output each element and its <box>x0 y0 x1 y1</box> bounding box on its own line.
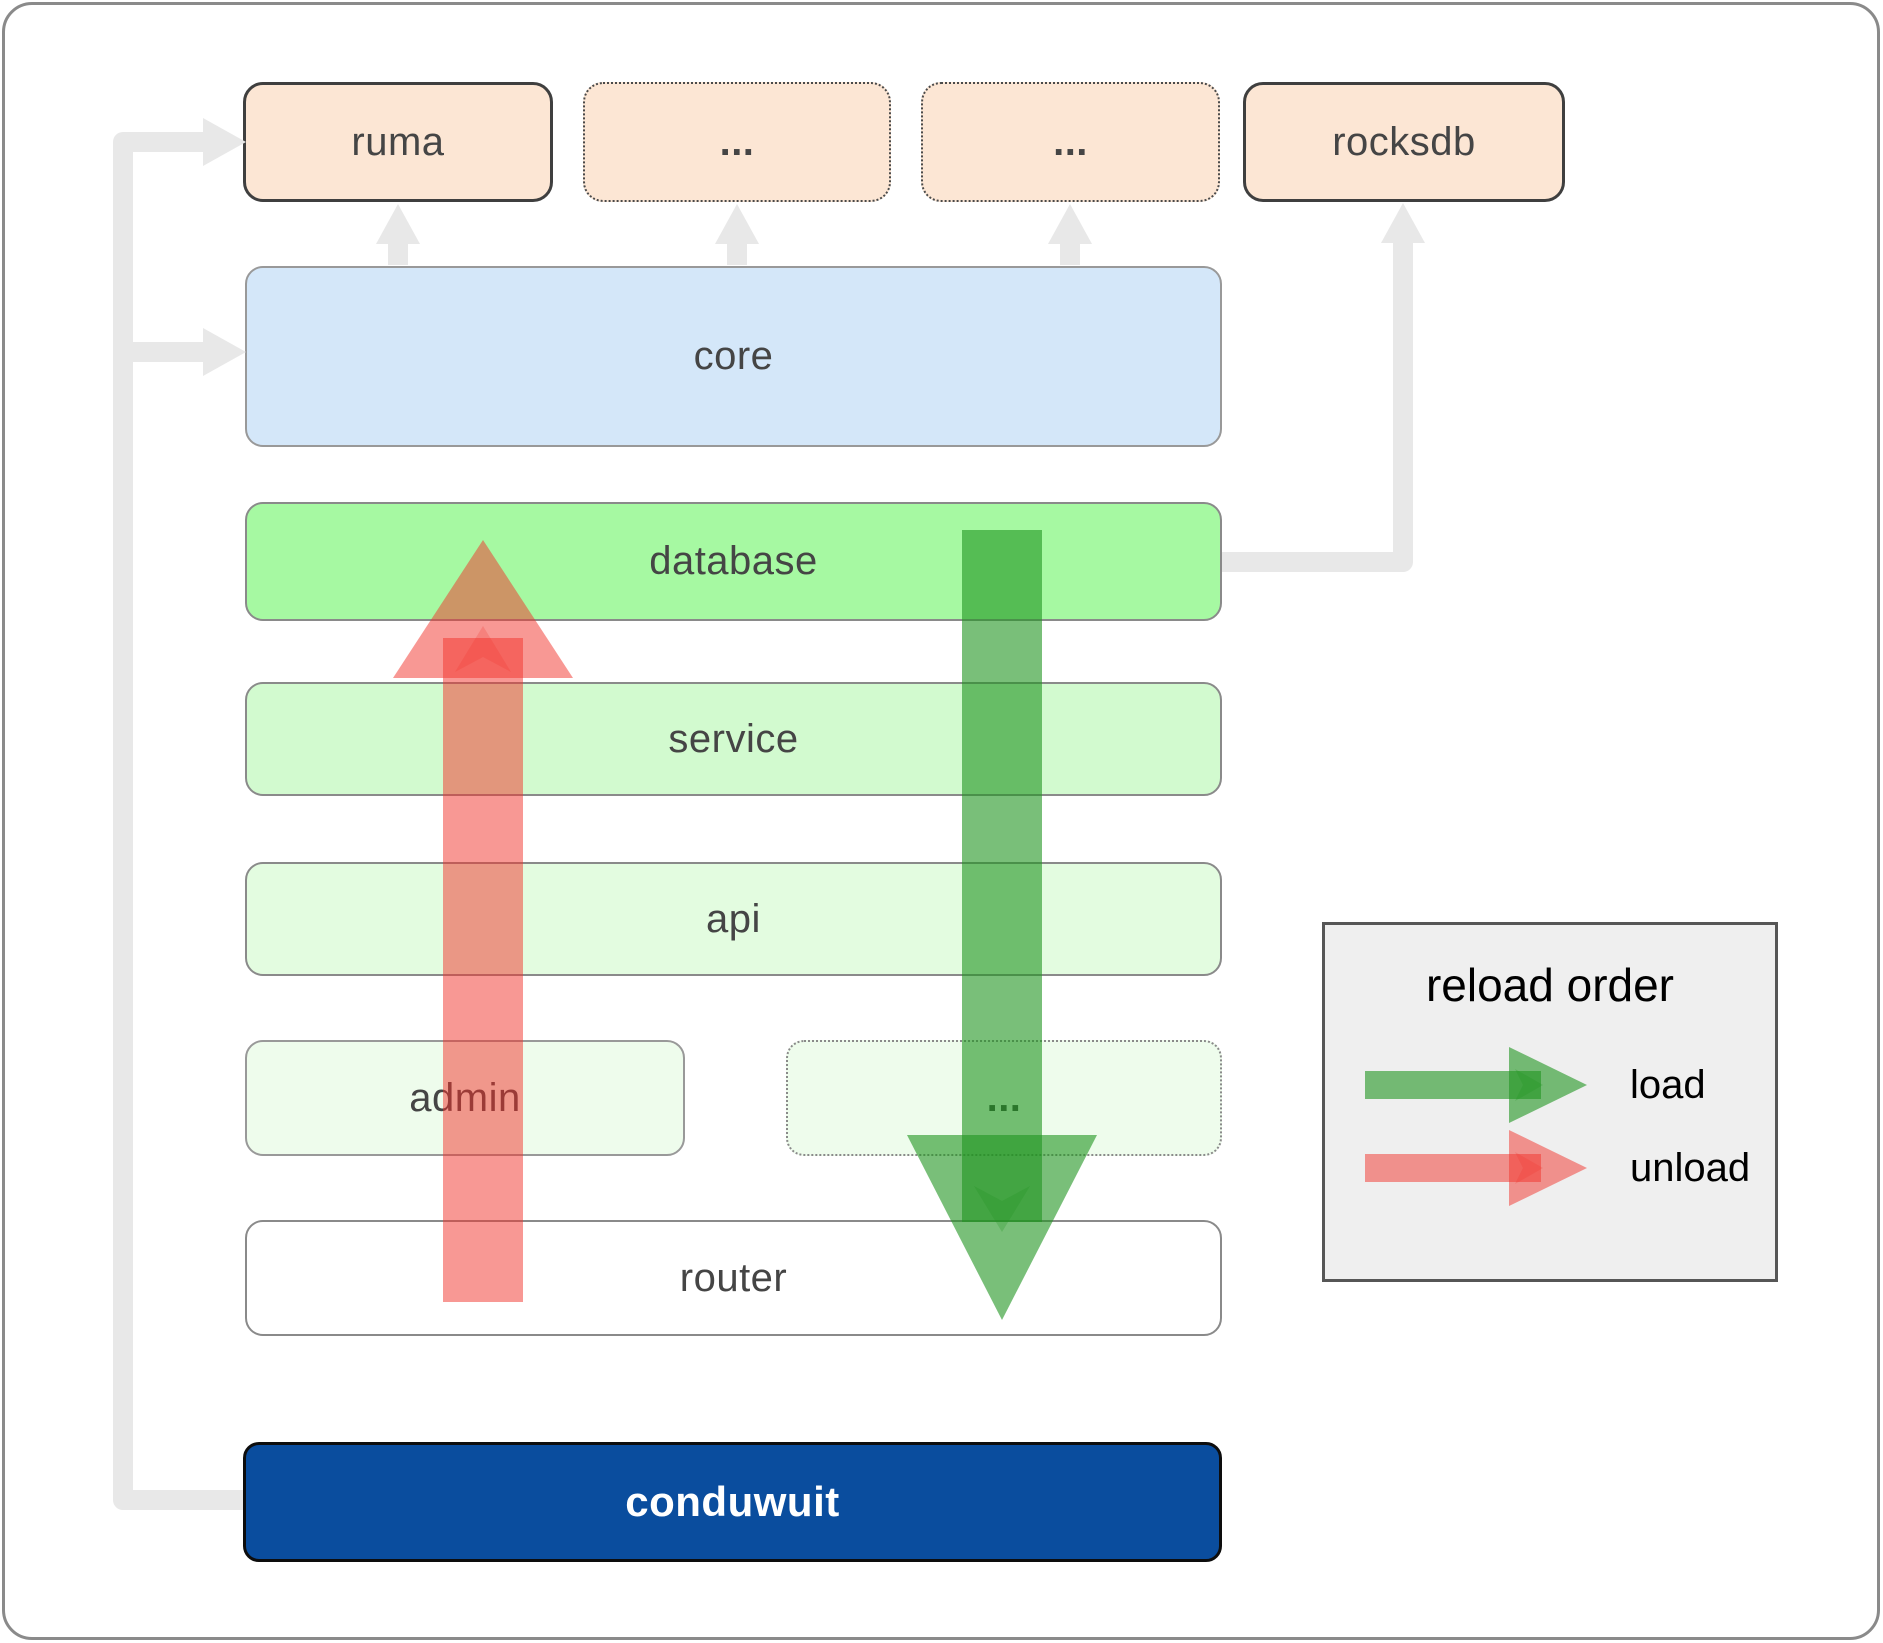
node-router-label: router <box>679 1255 788 1300</box>
node-database-label: database <box>649 539 818 583</box>
node-router: router <box>245 1220 1222 1336</box>
legend-title: reload order <box>1425 959 1675 1011</box>
node-admin-label: admin <box>409 1075 521 1120</box>
node-service-ellipsis: ... <box>786 1040 1222 1156</box>
legend: reload order load unload <box>1322 922 1778 1282</box>
node-api-label: api <box>706 896 761 941</box>
node-api: api <box>245 862 1222 976</box>
load-arrow-icon <box>1365 1047 1587 1123</box>
node-admin: admin <box>245 1040 685 1156</box>
node-service: service <box>245 682 1222 796</box>
node-service-ellipsis-label: ... <box>986 1075 1022 1120</box>
node-service-label: service <box>668 716 799 761</box>
node-conduwuit: conduwuit <box>243 1442 1222 1562</box>
unload-arrow-icon <box>1365 1130 1587 1206</box>
node-ruma: ruma <box>243 82 553 202</box>
node-conduwuit-label: conduwuit <box>625 1478 840 1525</box>
connector-core-arrowheads <box>376 204 1092 244</box>
node-rocksdb-label: rocksdb <box>1332 119 1476 164</box>
legend-load-label: load <box>1630 1063 1706 1107</box>
node-database: database <box>245 502 1222 621</box>
node-dependency-ellipsis-2-label: ... <box>1053 119 1088 164</box>
node-ruma-label: ruma <box>351 119 445 164</box>
node-core-label: core <box>693 334 774 378</box>
connector-core-to-dependencies <box>388 243 1080 265</box>
connector-conduwuit-to-ruma-core <box>113 132 243 1510</box>
connector-database-to-rocksdb <box>1222 203 1425 572</box>
node-dependency-ellipsis-2: ... <box>921 82 1220 202</box>
connector-arrowheads-left <box>203 118 246 376</box>
node-dependency-ellipsis-1-label: ... <box>719 119 755 164</box>
legend-unload-label: unload <box>1630 1146 1751 1190</box>
node-rocksdb: rocksdb <box>1243 82 1565 202</box>
node-dependency-ellipsis-1: ... <box>583 82 891 202</box>
node-core: core <box>245 266 1222 447</box>
